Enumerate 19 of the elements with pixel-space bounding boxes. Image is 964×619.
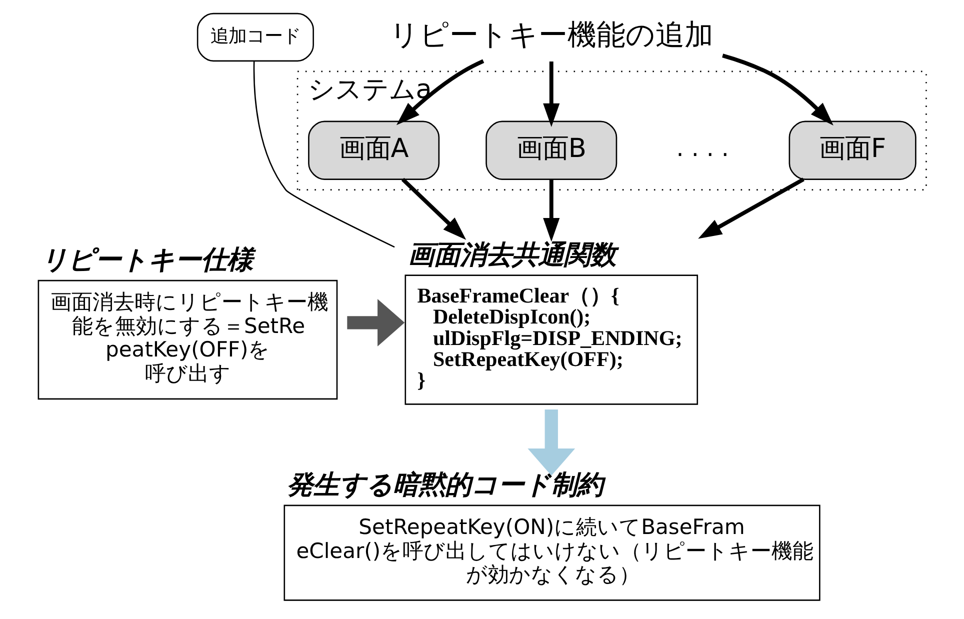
arrow bbox=[543, 179, 560, 242]
arrow bbox=[528, 410, 576, 476]
arrow bbox=[347, 298, 405, 346]
node-box: 画面A bbox=[308, 120, 440, 180]
arrow bbox=[722, 54, 834, 126]
node-box: 画面F bbox=[788, 120, 916, 180]
node-box: 画面消去時にリピートキー機能を無効にする＝SetRepeatKey(OFF)を呼び出す bbox=[38, 280, 338, 400]
node-text: リピートキー機能の追加 bbox=[389, 20, 714, 52]
node-label: 発生する暗黙的コード制約 bbox=[287, 470, 604, 501]
label: . . . . bbox=[676, 134, 729, 162]
node-box: 追加コード bbox=[196, 12, 314, 62]
node-label: 画面消去共通関数 bbox=[408, 240, 616, 270]
node-box: SetRepeatKey(ON)に続いてBaseFrameClear()を呼び出してはいけない（リピートキー機能が効かなくなる） bbox=[284, 504, 820, 601]
node-box: 画面B bbox=[486, 120, 618, 180]
arrow bbox=[396, 59, 484, 126]
node-label: リピートキー仕様 bbox=[41, 246, 254, 276]
arrow bbox=[543, 61, 560, 128]
connector bbox=[253, 61, 395, 248]
node-box: BaseFrameClear（）{ DeleteDispIcon(); ulDispFlg=DISP_ENDING; SetRepeatKey(OFF); } bbox=[404, 274, 698, 405]
